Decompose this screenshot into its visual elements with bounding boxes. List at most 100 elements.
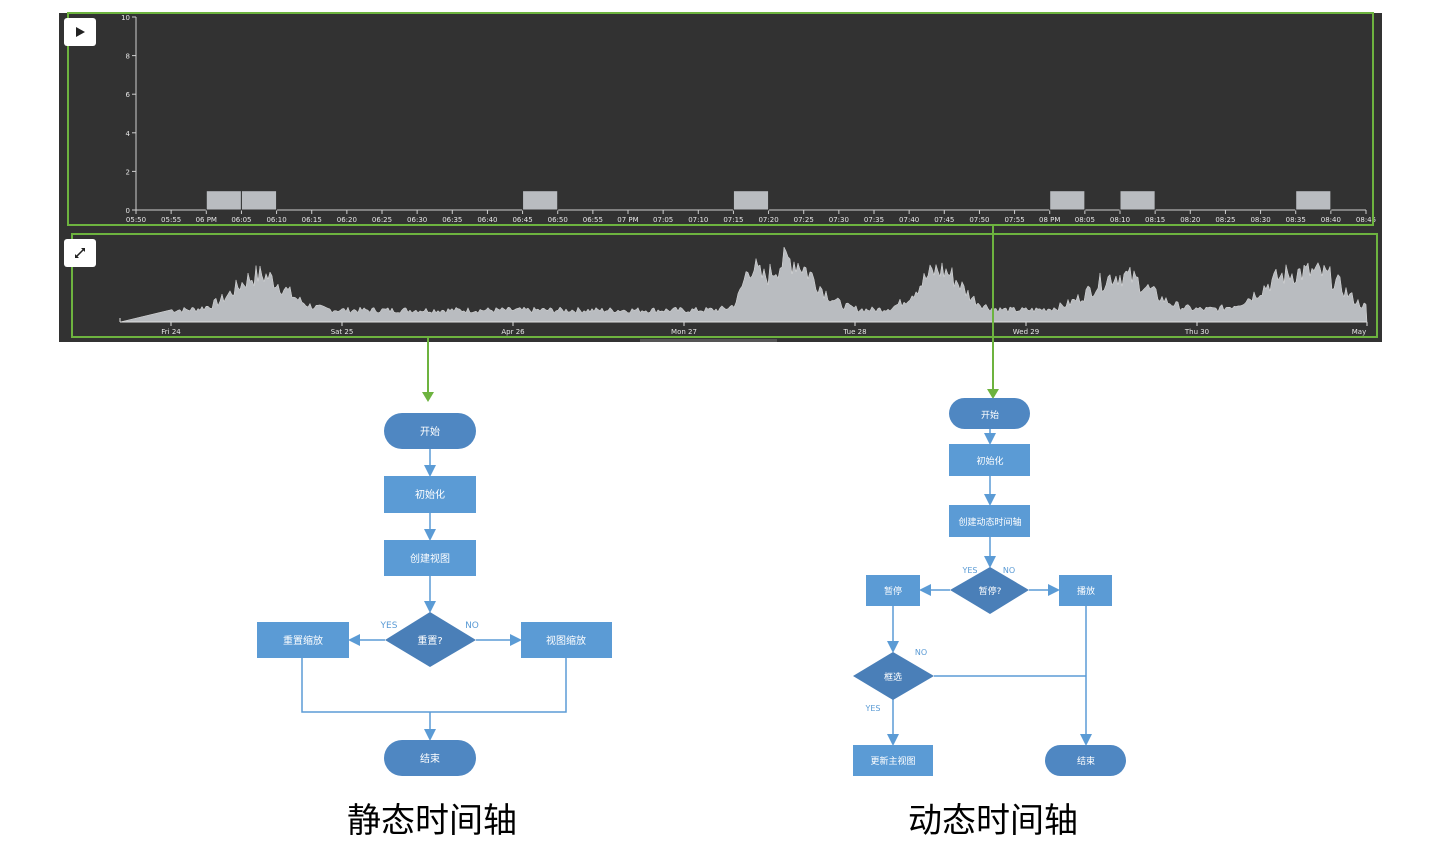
timeline-bar[interactable] [1295,190,1332,211]
timeline-bar[interactable] [1049,190,1086,211]
x-tick-label: 06:20 [337,216,357,224]
x-tick-label: 08:20 [1180,216,1200,224]
overview-tick-label: Thu 30 [1184,328,1209,336]
dynamic-init-node [949,444,1030,476]
overview-tick-label: Sat 25 [331,328,354,336]
static-start-node [384,413,476,449]
x-tick-label: 07:15 [723,216,743,224]
timeline-panel [59,13,1382,342]
x-tick-label: 07:25 [794,216,814,224]
x-tick-label: 06:05 [231,216,251,224]
x-tick-label: 05:50 [126,216,146,224]
x-tick-label: 07:05 [653,216,673,224]
x-tick-label: 08:35 [1286,216,1306,224]
dynamic-select-label: 框选 [884,671,902,683]
overview-tick-label: Wed 29 [1013,328,1039,336]
x-tick-label: 07:45 [934,216,954,224]
overview-area [119,246,1368,323]
dynamic-init-label: 初始化 [976,455,1003,467]
static-create-view-label: 创建视图 [410,552,450,565]
dynamic-play-label: 播放 [1077,585,1095,597]
x-tick-label: 07 PM [617,216,638,224]
static-start-label: 开始 [420,425,440,438]
x-tick-label: 08:40 [1321,216,1341,224]
overview-tick-label: May [1352,328,1366,336]
static-decision-node [385,612,476,667]
y-tick-label: 0 [126,207,130,215]
x-tick-label: 05:55 [161,216,181,224]
overview-tick-label: Tue 28 [842,328,866,336]
dynamic-end-label: 结束 [1077,755,1095,767]
dynamic-pause-decision-node [950,567,1029,614]
static-reset-zoom-node [257,622,349,658]
x-tick-label: 06:40 [477,216,497,224]
overview-tick-label: Mon 27 [671,328,697,336]
x-tick-label: 06:55 [583,216,603,224]
static-no-label: NO [465,621,479,631]
dynamic-start-node [949,398,1030,429]
y-tick-label: 2 [126,168,130,176]
x-tick-label: 08:05 [1075,216,1095,224]
x-tick-label: 07:35 [864,216,884,224]
dynamic-select-node [853,652,934,700]
x-tick-label: 07:50 [969,216,989,224]
y-tick-label: 6 [126,91,131,99]
play-button[interactable] [64,18,96,46]
dynamic-create-timeline-label: 创建动态时间轴 [958,516,1021,528]
x-tick-label: 08 PM [1039,216,1060,224]
static-end-node [384,740,476,776]
static-create-view-node [384,540,476,576]
x-tick-label: 07:10 [688,216,708,224]
x-tick-label: 06:35 [442,216,462,224]
dynamic-update-view-label: 更新主视图 [870,755,915,767]
static-view-zoom-label: 视图缩放 [546,634,586,647]
dynamic-start-label: 开始 [981,409,999,421]
x-tick-label: 06:45 [512,216,532,224]
static-init-node [384,476,476,513]
dynamic-create-timeline-node [949,505,1030,537]
x-tick-label: 06 PM [196,216,217,224]
timeline-bar[interactable] [732,190,770,211]
static-reset-zoom-label: 重置缩放 [283,634,323,647]
y-tick-label: 4 [126,130,131,138]
static-yes-label: YES [380,621,398,631]
dynamic-play-node [1059,575,1112,606]
x-tick-label: 08:10 [1110,216,1130,224]
timeline-bar[interactable] [240,190,278,211]
y-tick-label: 10 [121,14,130,22]
x-tick-label: 06:25 [372,216,392,224]
static-decision-label: 重置? [417,634,442,647]
x-tick-label: 07:55 [1004,216,1024,224]
scrollbar[interactable] [640,339,777,342]
dynamic-no2-label: NO [915,648,927,657]
x-tick-label: 07:30 [829,216,849,224]
overview-tick-label: Fri 24 [161,328,181,336]
expand-icon [75,248,85,258]
x-tick-label: 06:30 [407,216,427,224]
x-tick-label: 07:20 [758,216,778,224]
overview-highlight [71,233,1378,338]
timeline-bar[interactable] [522,190,559,211]
x-tick-label: 08:45 [1356,216,1376,224]
x-tick-label: 08:30 [1250,216,1270,224]
x-tick-label: 06:15 [302,216,322,224]
x-tick-label: 06:50 [548,216,568,224]
dynamic-update-view-node [853,745,933,776]
static-view-zoom-node [521,622,612,658]
timeline-bar[interactable] [1119,190,1156,211]
dynamic-pause-label: 暂停 [884,585,902,597]
x-tick-label: 06:10 [266,216,286,224]
connector-dynamic-arrow [987,389,999,399]
dynamic-end-node [1045,745,1126,776]
dynamic-caption: 动态时间轴 [908,801,1078,841]
expand-button[interactable] [64,239,96,267]
connector-static-arrow [422,392,434,402]
dynamic-pause-node [866,575,920,606]
dynamic-yes2-label: YES [864,704,880,713]
static-init-label: 初始化 [415,488,445,501]
